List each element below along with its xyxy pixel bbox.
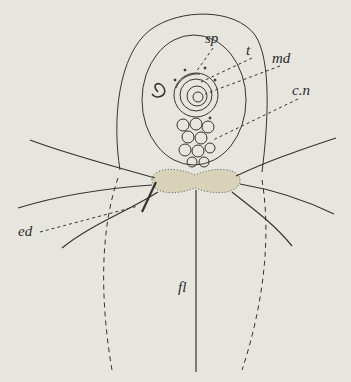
spiral-shell (174, 73, 218, 117)
small-loop (152, 84, 165, 97)
stippled-mass (152, 169, 240, 192)
nuclei (177, 118, 215, 167)
part-label: t (246, 43, 250, 58)
dashed-contour (242, 180, 266, 370)
part-label: sp (205, 31, 218, 46)
part-label: fl (178, 280, 186, 295)
inner-capsule (142, 35, 246, 165)
filaments (18, 138, 336, 372)
pointer-rod (142, 182, 156, 212)
dashed-contour (104, 178, 118, 370)
part-label: c.n (292, 83, 310, 98)
outer-contour (117, 14, 267, 172)
part-label: md (272, 51, 290, 66)
leader-lines (40, 48, 298, 232)
part-label: ed (18, 224, 32, 239)
